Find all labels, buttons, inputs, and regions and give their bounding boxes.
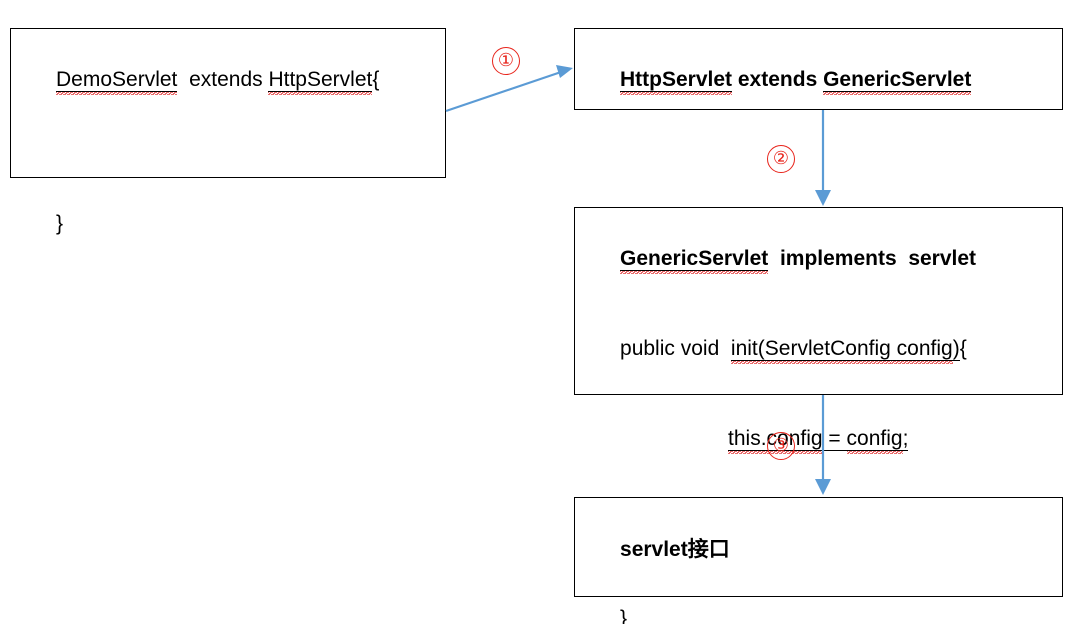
box-generic-servlet[interactable]: GenericServlet implements servlet public…	[574, 207, 1063, 624]
servlet-interface-line-1: servlet接口	[585, 504, 1062, 595]
token-open-brace: {	[372, 68, 380, 91]
token-jiekou-cjk: 接口	[687, 537, 730, 561]
token-config-param: config	[890, 337, 953, 361]
token-public-void: public void	[620, 337, 731, 360]
token-close-paren: )	[952, 337, 960, 361]
step-marker-2: ②	[767, 145, 795, 173]
token-httpservlet: HttpServlet	[268, 68, 373, 92]
token-close-brace: }	[56, 212, 64, 235]
box-demo-servlet[interactable]: DemoServlet extends HttpServlet{ }	[10, 28, 446, 235]
token-open-brace: {	[959, 337, 967, 360]
token-close-brace: }	[620, 607, 628, 624]
token-implements-servlet: implements servlet	[768, 247, 977, 270]
token-equals: =	[822, 427, 847, 451]
token-genericservlet: GenericServlet	[823, 68, 972, 92]
token-servlet: servlet	[620, 538, 688, 561]
step-marker-3: ③	[767, 432, 795, 460]
token-config-value: config	[846, 427, 903, 451]
demo-servlet-line-1: DemoServlet extends HttpServlet{	[21, 35, 445, 125]
token-servletconfig: ServletConfig	[764, 337, 891, 361]
generic-servlet-line-2: public void init(ServletConfig config){	[585, 304, 1062, 394]
generic-servlet-line-1: GenericServlet implements servlet	[585, 214, 1062, 304]
box-http-servlet[interactable]: HttpServlet extends GenericServlet	[574, 28, 1063, 110]
token-genericservlet: GenericServlet	[620, 247, 769, 271]
generic-servlet-line-3: this.config = config;	[585, 394, 1062, 484]
demo-servlet-line-2: }	[21, 179, 445, 269]
token-semicolon: ;	[902, 427, 909, 451]
http-servlet-line-1: HttpServlet extends GenericServlet	[585, 35, 1062, 125]
token-demoservlet: DemoServlet	[56, 68, 178, 92]
token-extends-kw: extends	[177, 68, 269, 91]
step-marker-1: ①	[492, 47, 520, 75]
token-httpservlet: HttpServlet	[620, 68, 733, 92]
token-extends-kw: extends	[732, 68, 824, 91]
box-servlet-interface[interactable]: servlet接口 public void init(ServletConfig…	[574, 497, 1063, 597]
servlet-interface-line-2: public void init(ServletConfig config){	[585, 595, 1062, 624]
generic-servlet-line-5: }	[585, 574, 1062, 624]
token-init-call: init(	[730, 337, 765, 361]
